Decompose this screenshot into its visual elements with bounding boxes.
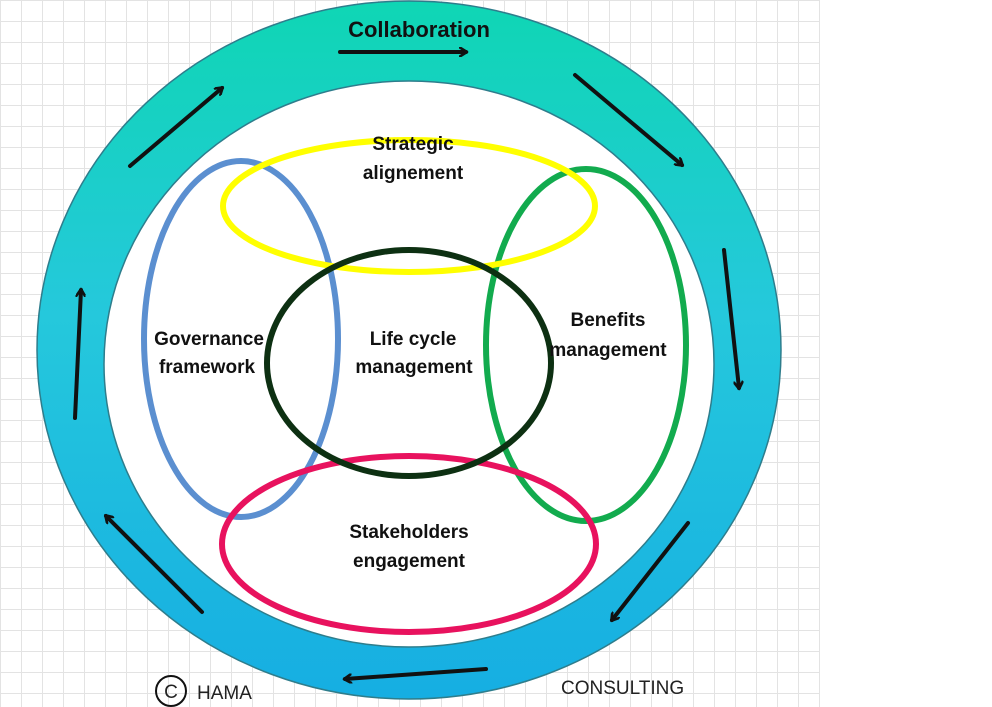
lifecycle-ellipse <box>264 247 554 479</box>
strategic-ellipse <box>220 137 598 275</box>
copyright-symbol: C <box>164 682 178 703</box>
strategic-label-line2: alignement <box>363 163 464 184</box>
arrow-right <box>722 248 739 388</box>
brand-left-text: HAMA <box>197 683 252 704</box>
brand-right-text: CONSULTING <box>561 678 684 699</box>
arrow-upper-right <box>573 73 682 167</box>
strategic-label-line1: Strategic <box>372 134 454 155</box>
stakeholders-label-line1: Stakeholders <box>349 522 468 543</box>
copyright-mark: C <box>155 675 187 707</box>
arrow-lower-left <box>106 516 204 614</box>
arrow-bottom <box>345 667 488 679</box>
inner-white-disc <box>103 80 715 648</box>
stakeholders-label-line2: engagement <box>353 551 466 572</box>
collaboration-label: Collaboration <box>348 17 490 42</box>
arrow-lower-right <box>610 521 690 620</box>
governance-label-line2: framework <box>159 357 256 378</box>
stakeholders-ellipse <box>219 453 599 635</box>
arrow-left <box>73 290 81 420</box>
arrow-upper-left <box>128 86 222 168</box>
governance-ellipse <box>141 158 341 520</box>
circulation-arrows <box>73 52 739 679</box>
lifecycle-label-line2: management <box>355 357 473 378</box>
governance-label-line1: Governance <box>154 329 264 350</box>
lifecycle-label-line1: Life cycle <box>370 329 457 350</box>
copyright-circle-icon <box>155 675 187 707</box>
benefits-ellipse <box>483 166 689 524</box>
benefits-label-line1: Benefits <box>571 310 646 331</box>
benefits-label-line2: management <box>549 340 667 361</box>
